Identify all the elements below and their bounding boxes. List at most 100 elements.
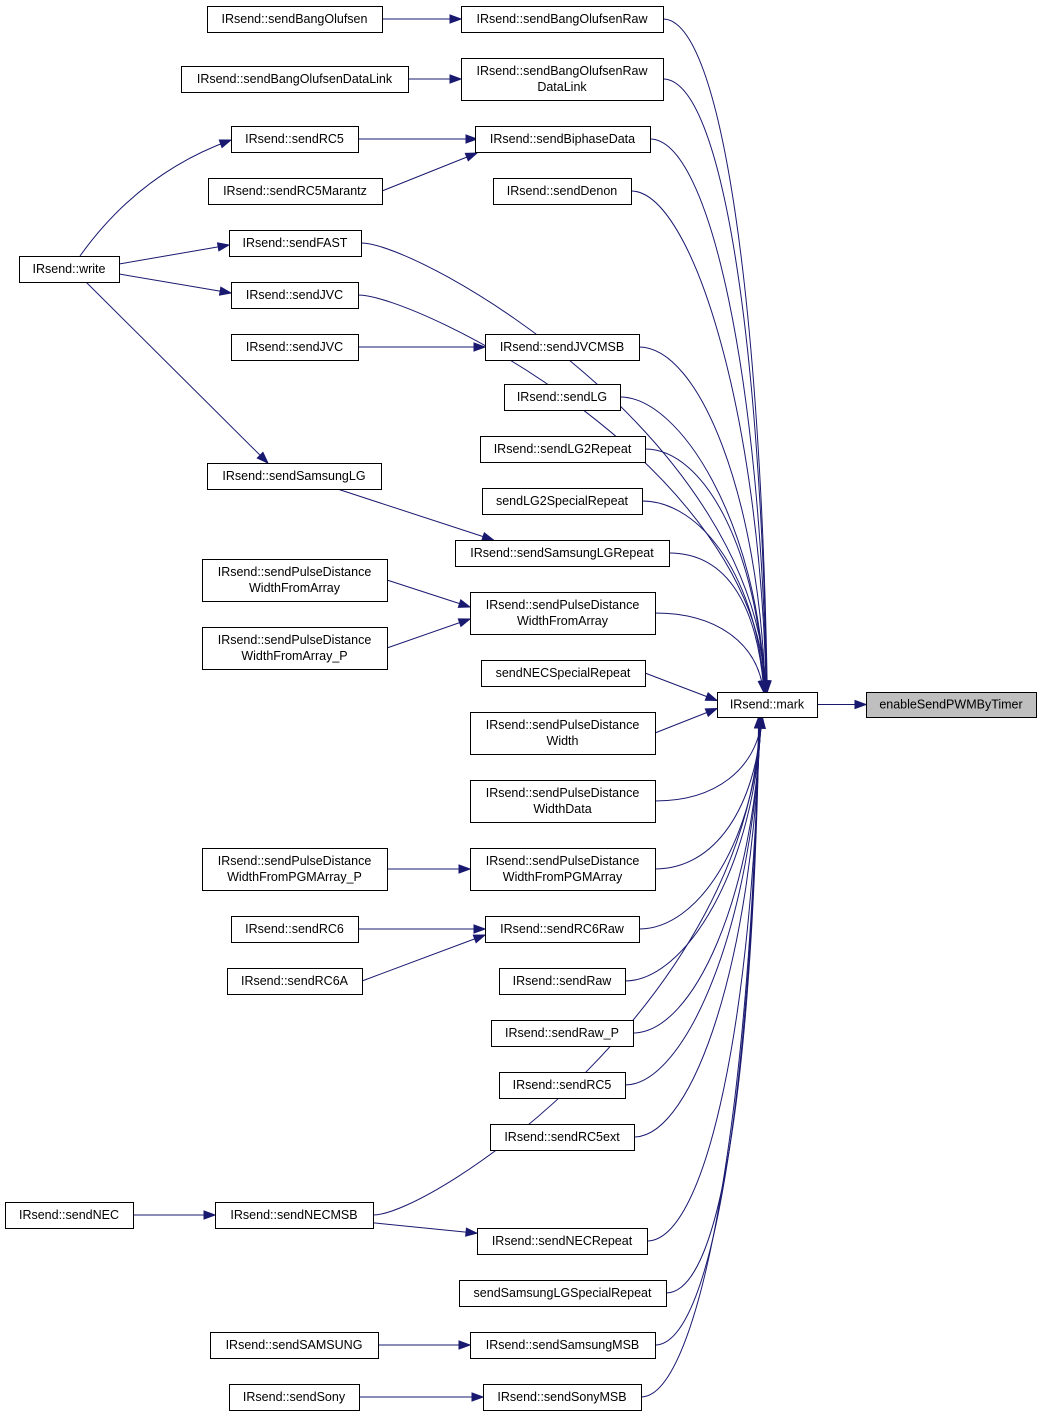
edge-arrowhead	[472, 934, 487, 944]
node-label: WidthFromArray	[249, 581, 341, 595]
edge-n_snecmsb-to-n_snecr	[372, 1222, 479, 1237]
node-sbodl[interactable]: IRsend::sendBangOlufsenDataLink	[181, 66, 409, 93]
node-snecsr[interactable]: sendNECSpecialRepeat	[481, 660, 646, 687]
node-label: sendNECSpecialRepeat	[496, 666, 631, 680]
node-src6[interactable]: IRsend::sendRC6	[231, 916, 359, 943]
edge-n_spdw-to-n_mark	[654, 707, 719, 734]
edge-line	[79, 139, 232, 257]
node-ssamlgsr[interactable]: sendSamsungLGSpecialRepeat	[459, 1280, 667, 1307]
edge-line	[381, 152, 478, 192]
node-src6raw[interactable]: IRsend::sendRC6Raw	[485, 916, 640, 943]
node-sraw[interactable]: IRsend::sendRaw	[499, 968, 626, 995]
node-slg2r[interactable]: IRsend::sendLG2Repeat	[480, 436, 646, 463]
node-ssony[interactable]: IRsend::sendSony	[229, 1384, 360, 1411]
node-label: IRsend::sendJVC	[246, 288, 343, 302]
node-spdwfpgm[interactable]: IRsend::sendPulseDistanceWidthFromPGMArr…	[470, 848, 656, 891]
node-label: IRsend::sendPulseDistance	[486, 718, 640, 732]
node-sjvc-a[interactable]: IRsend::sendJVC	[231, 282, 359, 309]
node-enable[interactable]: enableSendPWMByTimer	[866, 692, 1037, 718]
node-box	[470, 780, 656, 823]
edge-arrowhead	[465, 1227, 479, 1237]
node-box	[470, 1332, 656, 1359]
edge-n_ssony-to-n_ssonymsb	[359, 1392, 485, 1402]
node-write[interactable]: IRsend::write	[19, 256, 120, 283]
node-src6a[interactable]: IRsend::sendRC6A	[227, 968, 363, 995]
node-mark[interactable]: IRsend::mark	[717, 692, 818, 718]
node-box	[215, 1202, 374, 1229]
node-box	[470, 712, 656, 755]
node-label: IRsend::sendPulseDistance	[218, 565, 372, 579]
node-label: IRsend::write	[33, 262, 106, 276]
edge-n_ssonymsb-to-n_mark	[640, 715, 764, 1398]
edge-line	[641, 500, 765, 693]
node-label: IRsend::sendPulseDistance	[486, 786, 640, 800]
node-box	[181, 66, 409, 93]
node-src5-b[interactable]: IRsend::sendRC5	[499, 1072, 626, 1099]
node-label: IRsend::sendSamsungMSB	[486, 1338, 640, 1352]
node-spdwfap[interactable]: IRsend::sendPulseDistanceWidthFromArray_…	[202, 627, 388, 670]
node-label: IRsend::mark	[730, 698, 805, 712]
node-sdenon[interactable]: IRsend::sendDenon	[493, 178, 632, 205]
edge-arrowhead	[458, 864, 472, 874]
edge-arrowhead	[753, 715, 764, 729]
node-ssamlg[interactable]: IRsend::sendSamsungLG	[207, 463, 382, 490]
node-layer: enableSendPWMByTimerIRsend::markIRsend::…	[5, 6, 1037, 1411]
node-ssonymsb[interactable]: IRsend::sendSonyMSB	[483, 1384, 642, 1411]
node-sfast[interactable]: IRsend::sendFAST	[229, 230, 362, 257]
node-src5ext[interactable]: IRsend::sendRC5ext	[490, 1124, 635, 1151]
node-sboraw[interactable]: IRsend::sendBangOlufsenRaw	[461, 6, 664, 33]
node-sbiphase[interactable]: IRsend::sendBiphaseData	[475, 126, 651, 153]
node-src5m[interactable]: IRsend::sendRC5Marantz	[208, 178, 383, 205]
edge-n_sjvcmsb-to-n_mark	[638, 346, 770, 694]
edge-line	[372, 716, 761, 1216]
node-label: WidthFromPGMArray	[503, 870, 623, 884]
node-box	[210, 1332, 379, 1359]
node-snecr[interactable]: IRsend::sendNECRepeat	[477, 1228, 648, 1255]
edge-line	[662, 78, 768, 693]
node-srawp[interactable]: IRsend::sendRaw_P	[491, 1020, 634, 1047]
node-label: sendLG2SpecialRepeat	[496, 494, 629, 508]
node-label: IRsend::sendJVC	[246, 340, 343, 354]
node-spdwfpgmp[interactable]: IRsend::sendPulseDistanceWidthFromPGMArr…	[202, 848, 388, 891]
node-box	[231, 282, 359, 309]
edge-arrowhead	[471, 1392, 485, 1402]
edge-n_write-to-n_src5_a	[79, 139, 233, 257]
edge-arrowhead	[473, 342, 487, 352]
node-slg[interactable]: IRsend::sendLG	[504, 384, 621, 411]
edge-n_spdwfpgmp-to-n_spdwfpgm	[387, 864, 472, 874]
node-slg2sr[interactable]: sendLG2SpecialRepeat	[482, 488, 643, 515]
node-label: IRsend::sendBangOlufsenRaw	[477, 64, 649, 78]
node-box	[461, 6, 664, 33]
edge-arrowhead	[473, 924, 487, 934]
node-ssam[interactable]: IRsend::sendSAMSUNG	[210, 1332, 379, 1359]
node-ssamlgr[interactable]: IRsend::sendSamsungLGRepeat	[455, 540, 670, 567]
edge-n_ssamlgr-to-n_mark	[668, 552, 768, 694]
node-box	[207, 6, 383, 33]
node-box	[202, 848, 388, 891]
node-ssammsb[interactable]: IRsend::sendSamsungMSB	[470, 1332, 656, 1359]
edge-arrowhead	[458, 1340, 472, 1350]
node-snec[interactable]: IRsend::sendNEC	[5, 1202, 134, 1229]
node-sjvc-b[interactable]: IRsend::sendJVC	[231, 334, 359, 361]
node-label: IRsend::sendPulseDistance	[218, 854, 372, 868]
edge-arrowhead	[216, 242, 231, 252]
node-label: IRsend::sendBangOlufsenRaw	[477, 12, 649, 26]
node-sjvcmsb[interactable]: IRsend::sendJVCMSB	[485, 334, 640, 361]
node-snecmsb[interactable]: IRsend::sendNECMSB	[215, 1202, 374, 1229]
node-sbo[interactable]: IRsend::sendBangOlufsen	[207, 6, 383, 33]
edge-line	[633, 716, 761, 1138]
edge-n_sboraw-to-n_mark	[662, 18, 772, 694]
node-label: WidthFromArray	[517, 614, 609, 628]
node-label: IRsend::sendRC6	[245, 922, 344, 936]
node-label: IRsend::sendLG2Repeat	[494, 442, 632, 456]
node-box	[504, 384, 621, 411]
node-box	[207, 463, 382, 490]
node-label: sendSamsungLGSpecialRepeat	[474, 1286, 652, 1300]
node-label: IRsend::sendFAST	[243, 236, 348, 250]
node-src5-a[interactable]: IRsend::sendRC5	[231, 126, 359, 153]
